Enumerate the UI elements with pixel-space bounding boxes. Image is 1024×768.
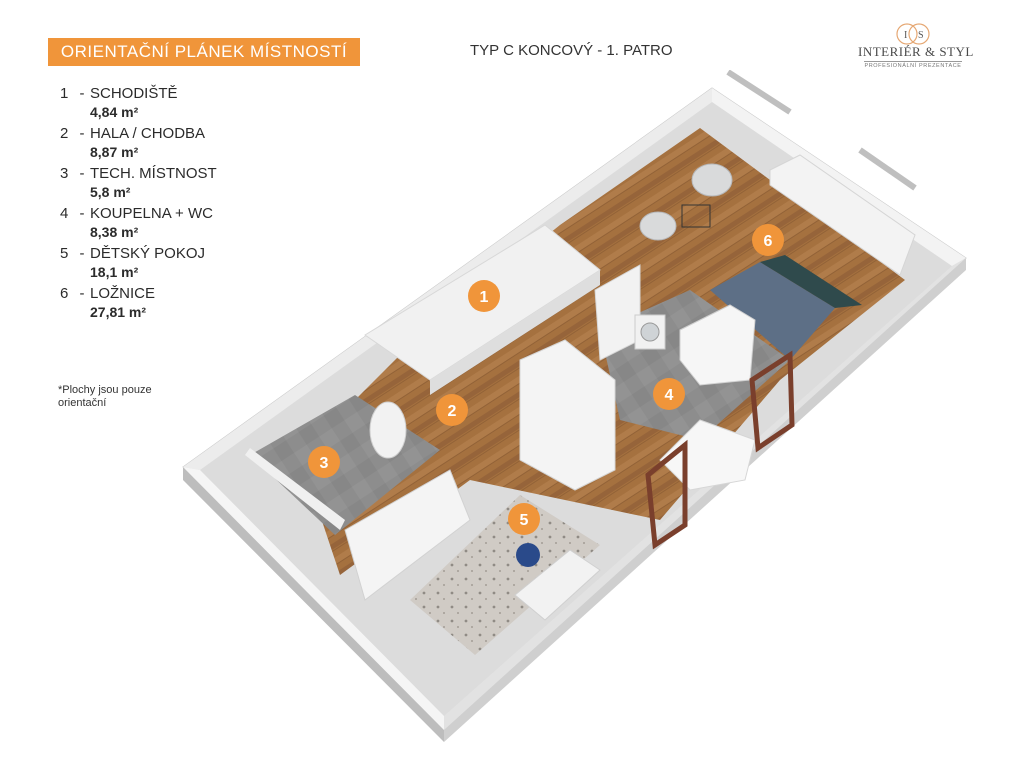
legend-room-area: 8,38 m²: [90, 224, 139, 240]
legend-item-3: 3-TECH. MÍSTNOST 5,8 m²: [60, 164, 320, 201]
logo-name: INTERIÉR & STYL: [858, 44, 974, 59]
legend-number: 5: [60, 245, 69, 262]
legend-separator: -: [79, 165, 85, 182]
legend-room-name: LOŽNICE: [90, 285, 156, 302]
room-number: 5: [520, 512, 529, 529]
wall-top-right: [712, 88, 966, 266]
washing-machine: [634, 314, 666, 350]
room-legend: 1-SCHODIŠTĚ 4,84 m² 2-HALA / CHODBA 8,87…: [60, 84, 320, 324]
legend-number: 1: [60, 85, 69, 102]
bed-headboard: [760, 255, 862, 308]
door-frame: [749, 350, 795, 453]
legend-room-area: 27,81 m²: [90, 304, 147, 320]
legend-separator: -: [79, 245, 85, 262]
legend-room-name: SCHODIŠTĚ: [90, 85, 178, 102]
legend-room-area: 4,84 m²: [90, 104, 139, 120]
interior-wall-tech: [245, 448, 345, 530]
legend-room-name: DĚTSKÝ POKOJ: [90, 245, 206, 262]
legend-room-name: KOUPELNA + WC: [90, 205, 213, 222]
company-logo: I S INTERIÉR & STYL PROFESIONÁLNÍ PREZEN…: [858, 22, 974, 72]
room-number: 3: [320, 455, 329, 472]
legend-item-4: 4-KOUPELNA + WC 8,38 m²: [60, 204, 320, 241]
logo-initial-right: S: [918, 30, 924, 41]
interior-wall-hall: [519, 339, 616, 491]
page-title-text: ORIENTAČNÍ PLÁNEK MÍSTNOSTÍ: [60, 42, 348, 61]
wall-bottom-right: [444, 258, 966, 730]
legend-item-6: 6-LOŽNICE 27,81 m²: [60, 284, 320, 321]
building-base-edge-right: [444, 258, 966, 742]
desk-chair: [516, 543, 540, 567]
logo-rings-icon: I S: [896, 23, 930, 45]
room-badge-1: 1: [468, 280, 500, 312]
skylight: [858, 147, 917, 191]
area-disclaimer: *Plochy jsou pouze orientační: [58, 384, 152, 409]
legend-room-name: TECH. MÍSTNOST: [90, 165, 217, 182]
legend-number: 4: [60, 205, 69, 222]
room-badge-6: 6: [752, 224, 784, 256]
desk: [514, 549, 601, 621]
room-number: 4: [665, 387, 674, 404]
wardrobe: [769, 154, 916, 276]
legend-room-name: HALA / CHODBA: [90, 125, 206, 142]
page-title: ORIENTAČNÍ PLÁNEK MÍSTNOSTÍ: [48, 38, 360, 66]
legend-number: 3: [60, 165, 69, 182]
legend-item-2: 2-HALA / CHODBA 8,87 m²: [60, 124, 320, 161]
kids-bed: [344, 469, 471, 601]
legend-separator: -: [79, 85, 85, 102]
wall-top-left: [183, 88, 712, 470]
floor-plan: 1 2 3 4 5 6: [182, 70, 967, 742]
side-table: [681, 204, 711, 228]
bed: [710, 262, 835, 360]
washing-machine-drum: [640, 322, 660, 342]
building-base-edge: [183, 467, 444, 742]
skylight: [726, 70, 792, 115]
room-badge-3: 3: [308, 446, 340, 478]
legend-item-1: 1-SCHODIŠTĚ 4,84 m²: [60, 84, 320, 121]
armchair: [691, 163, 733, 197]
door-frame: [645, 439, 688, 550]
wall-bottom-left: [183, 467, 444, 730]
staircase-side: [430, 270, 600, 395]
room-number: 1: [480, 289, 489, 306]
legend-room-area: 8,87 m²: [90, 144, 139, 160]
legend-item-5: 5-DĚTSKÝ POKOJ 18,1 m²: [60, 244, 320, 281]
room-badge-5: 5: [508, 503, 540, 535]
plan-type-label: TYP C KONCOVÝ - 1. PATRO: [470, 42, 673, 59]
legend-number: 6: [60, 285, 69, 302]
room-number: 6: [764, 233, 773, 250]
boiler: [369, 401, 407, 459]
legend-room-area: 5,8 m²: [90, 184, 131, 200]
legend-separator: -: [79, 285, 85, 302]
logo-initial-left: I: [904, 30, 907, 41]
room-badge-2: 2: [436, 394, 468, 426]
room-badge-4: 4: [653, 378, 685, 410]
armchair: [639, 211, 677, 241]
legend-room-area: 18,1 m²: [90, 264, 139, 280]
room-number: 2: [448, 403, 457, 420]
legend-number: 2: [60, 125, 69, 142]
logo-tagline: PROFESIONÁLNÍ PREZENTACE: [864, 61, 962, 69]
rug: [410, 495, 600, 655]
legend-separator: -: [79, 125, 85, 142]
legend-separator: -: [79, 205, 85, 222]
